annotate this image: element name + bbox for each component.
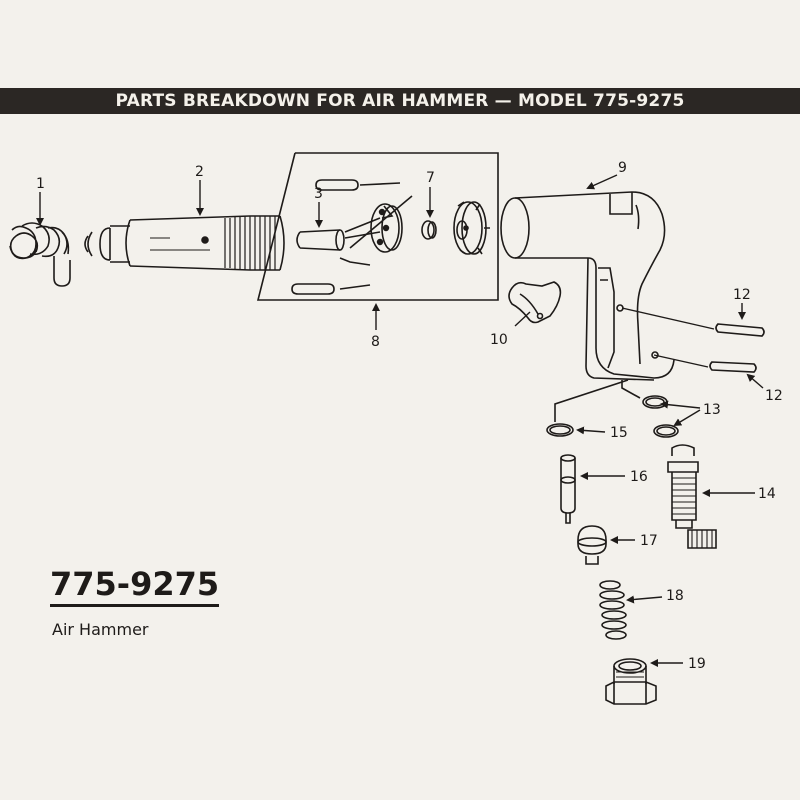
part-7-valve (421, 220, 437, 240)
part-10-trigger (508, 281, 562, 324)
part-13-o-rings (642, 395, 679, 438)
callout-16: 16 (630, 469, 648, 485)
callout-13: 13 (703, 402, 721, 418)
part-9-handle-body (500, 191, 675, 381)
part-12-pin-upper (715, 323, 765, 337)
part-8-valve-assembly-outline (256, 152, 499, 301)
valve-cage (453, 201, 490, 255)
part-15-o-ring (546, 423, 574, 437)
callout-3: 3 (314, 186, 323, 202)
header-banner: PARTS BREAKDOWN FOR AIR HAMMER — MODEL 7… (0, 88, 800, 114)
part-19-air-inlet-bushing (605, 658, 657, 705)
part-12-pin-lower (709, 361, 757, 373)
part-1-retainer-spring (9, 222, 71, 287)
part-16-valve-stem (560, 454, 576, 524)
callout-8: 8 (371, 334, 380, 350)
part-3-piston (296, 229, 345, 251)
callout-14: 14 (758, 486, 776, 502)
callout-12-lower: 12 (765, 388, 783, 404)
callout-1: 1 (36, 176, 45, 192)
callout-15: 15 (610, 425, 628, 441)
part-18-valve-spring (599, 580, 627, 640)
callout-7: 7 (426, 170, 435, 186)
callout-17: 17 (640, 533, 658, 549)
page-title: PARTS BREAKDOWN FOR AIR HAMMER — MODEL 7… (115, 91, 685, 111)
callout-10: 10 (490, 332, 508, 348)
valve-plate (370, 203, 403, 253)
callout-18: 18 (666, 588, 684, 604)
part-17-valve-ball (577, 525, 607, 565)
callout-9: 9 (618, 160, 627, 176)
part-2-barrel (84, 215, 285, 271)
callout-19: 19 (688, 656, 706, 672)
callout-2: 2 (195, 164, 204, 180)
callout-12-upper: 12 (733, 287, 751, 303)
model-number: 775-9275 (50, 565, 220, 607)
tool-name: Air Hammer (52, 620, 149, 639)
part-14-throttle-valve (667, 444, 717, 549)
